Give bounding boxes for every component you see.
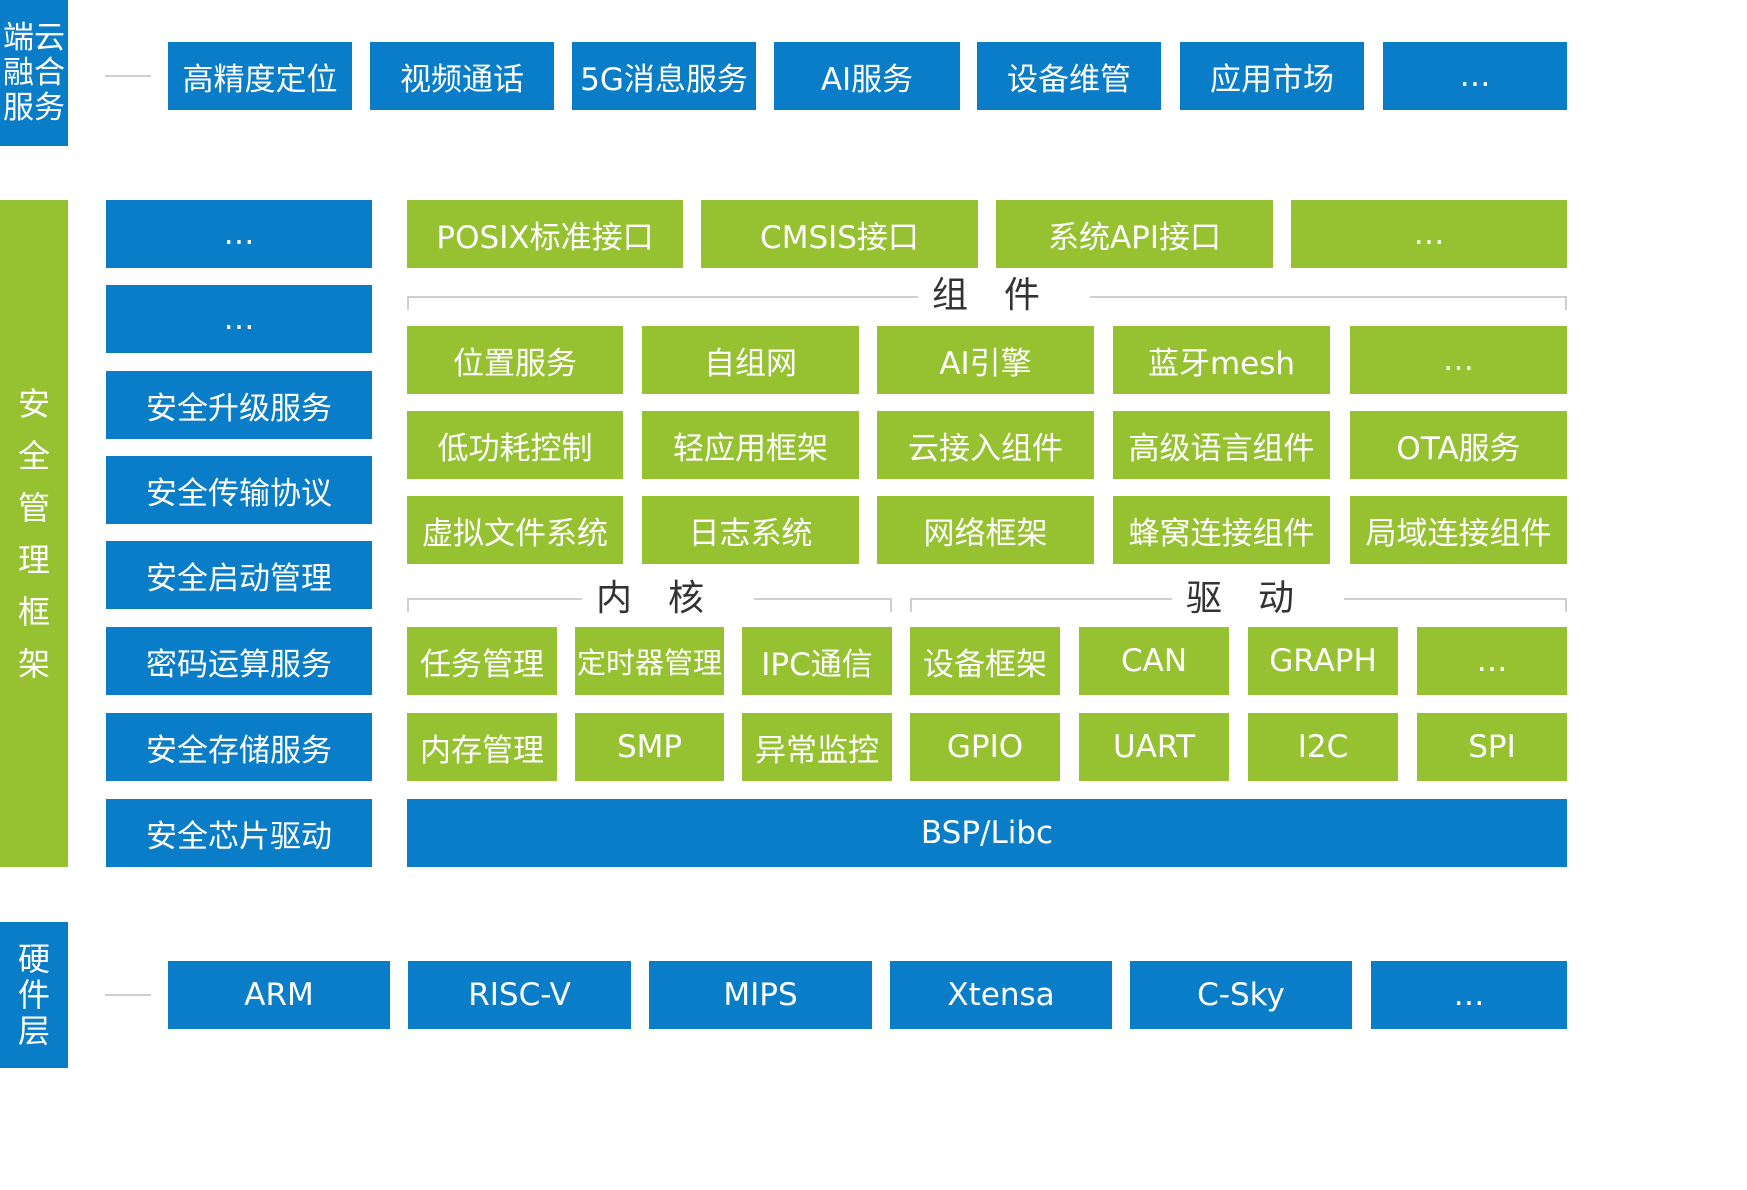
kernel-ipc: IPC通信 [742,627,892,695]
security-item-chip-driver: 安全芯片驱动 [106,799,372,867]
hardware-mips: MIPS [649,961,872,1029]
component-log: 日志系统 [642,496,859,564]
cloud-item-device-mgmt: 设备维管 [977,42,1161,110]
component-ai-engine: AI引擎 [877,326,1094,394]
security-layer-label-text: 安全管理框架 [17,384,50,683]
security-item-transport: 安全传输协议 [106,456,372,524]
component-vfs: 虚拟文件系统 [407,496,623,564]
security-item-upgrade: 安全升级服务 [106,371,372,439]
component-adhoc-network: 自组网 [642,326,859,394]
cloud-layer-label: 端云融合服务 [0,0,68,146]
hardware-more: … [1371,961,1567,1029]
driver-gpio: GPIO [910,713,1060,781]
hardware-csky: C-Sky [1130,961,1352,1029]
security-layer-label: 安全管理框架 [0,200,68,867]
driver-more: … [1417,627,1567,695]
component-light-app: 轻应用框架 [642,411,859,479]
component-low-power: 低功耗控制 [407,411,623,479]
interface-posix: POSIX标准接口 [407,200,683,268]
cloud-item-more: … [1383,42,1567,110]
component-lan: 局域连接组件 [1350,496,1567,564]
kernel-smp: SMP [575,713,724,781]
cloud-item-ai-service: AI服务 [774,42,960,110]
interface-cmsis: CMSIS接口 [701,200,978,268]
security-item-more-2: … [106,285,372,353]
component-cellular: 蜂窝连接组件 [1113,496,1330,564]
drivers-title: 驱动 [1172,579,1345,619]
security-item-secure-boot: 安全启动管理 [106,541,372,609]
kernel-title: 内核 [582,579,755,619]
cloud-connector-line [105,75,151,77]
hardware-arm: ARM [168,961,390,1029]
security-item-more-1: … [106,200,372,268]
cloud-item-positioning: 高精度定位 [168,42,352,110]
hardware-layer-label-text: 硬件层 [17,940,50,1050]
bsp-libc: BSP/Libc [407,799,1567,867]
driver-graph: GRAPH [1248,627,1398,695]
component-network: 网络框架 [877,496,1094,564]
component-location: 位置服务 [407,326,623,394]
component-high-level-lang: 高级语言组件 [1113,411,1330,479]
interface-system-api: 系统API接口 [996,200,1273,268]
component-more: … [1350,326,1567,394]
driver-uart: UART [1079,713,1229,781]
driver-device-framework: 设备框架 [910,627,1060,695]
kernel-timer-mgmt: 定时器管理 [575,627,724,695]
component-ble-mesh: 蓝牙mesh [1113,326,1330,394]
hardware-connector-line [105,994,151,996]
component-ota: OTA服务 [1350,411,1567,479]
component-cloud-access: 云接入组件 [877,411,1094,479]
cloud-item-app-market: 应用市场 [1180,42,1364,110]
cloud-item-video-call: 视频通话 [370,42,554,110]
hardware-riscv: RISC-V [408,961,631,1029]
components-title: 组件 [918,276,1091,316]
interface-more: … [1291,200,1567,268]
driver-i2c: I2C [1248,713,1398,781]
cloud-item-5g-message: 5G消息服务 [572,42,756,110]
security-item-storage: 安全存储服务 [106,713,372,781]
cloud-layer-label-text: 端云融合服务 [3,19,65,126]
security-item-crypto: 密码运算服务 [106,627,372,695]
kernel-task-mgmt: 任务管理 [407,627,557,695]
hardware-xtensa: Xtensa [890,961,1112,1029]
hardware-layer-label: 硬件层 [0,922,68,1068]
driver-can: CAN [1079,627,1229,695]
driver-spi: SPI [1417,713,1567,781]
kernel-exception-monitor: 异常监控 [742,713,892,781]
kernel-memory-mgmt: 内存管理 [407,713,557,781]
